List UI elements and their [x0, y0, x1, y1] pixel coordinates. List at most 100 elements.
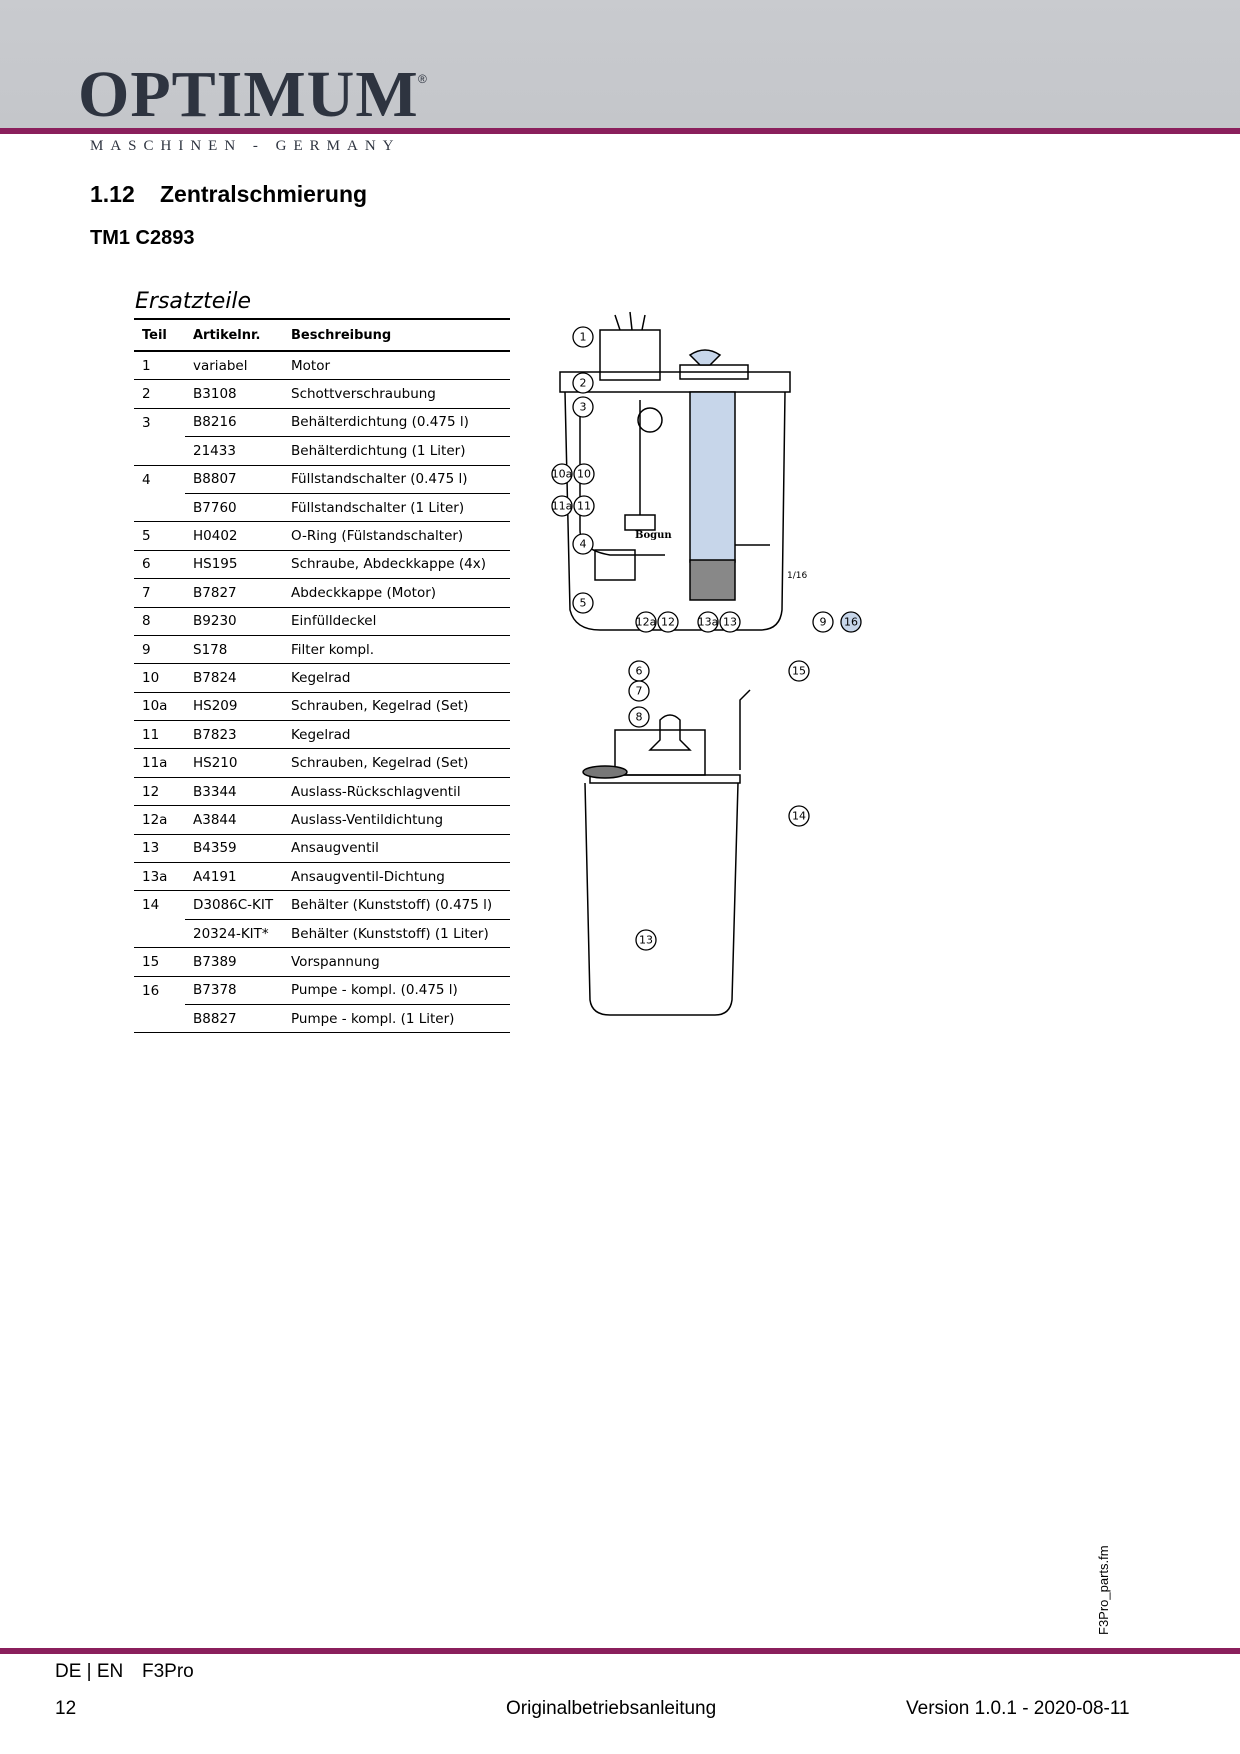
cell-teil: 6 [134, 550, 185, 580]
optimum-logo: OPTIMUM [78, 58, 419, 131]
cell-artikel: B7823 [185, 720, 283, 750]
callout-13: 13 [719, 611, 741, 633]
plastic-tank [584, 782, 739, 1016]
cell-beschreibung: Füllstandschalter (0.475 l) [283, 465, 510, 494]
column-header-beschreibung: Beschreibung [283, 318, 510, 352]
footer-language: DE | EN [55, 1661, 124, 1682]
callout-2: 2 [572, 372, 594, 394]
svg-text:4: 4 [580, 538, 587, 551]
outlet-pipe [739, 689, 751, 770]
cell-artikel: B7378 [185, 976, 283, 1005]
cell-beschreibung: Auslass-Rückschlagventil [283, 777, 510, 807]
callout-7: 7 [628, 680, 650, 702]
cell-artikel: 20324-KIT* [185, 919, 283, 949]
label-bogun: Bogun [635, 530, 672, 541]
cell-teil: 15 [134, 947, 185, 977]
cell-beschreibung: Pumpe - kompl. (1 Liter) [283, 1004, 510, 1034]
cell-artikel: B4359 [185, 834, 283, 864]
section-title-text: Zentralschmierung [160, 181, 368, 207]
svg-text:11: 11 [577, 500, 591, 513]
cell-teil [134, 1004, 185, 1034]
footer-rule [0, 1648, 1240, 1654]
logo-tagline: MASCHINEN - GERMANY [90, 138, 401, 154]
cell-artikel: B8807 [185, 465, 283, 494]
cell-beschreibung: Motor [283, 351, 510, 381]
cell-beschreibung: Vorspannung [283, 947, 510, 977]
cell-teil: 13 [134, 834, 185, 864]
svg-text:8: 8 [636, 711, 643, 724]
callout-13a: 13a [697, 611, 719, 633]
svg-text:10a: 10a [552, 468, 573, 481]
filename-vertical: F3Pro_parts.fm [1096, 1545, 1111, 1635]
cell-teil: 1 [134, 351, 185, 381]
callout-12a: 12a [635, 611, 657, 633]
svg-text:9: 9 [820, 616, 827, 629]
cell-teil: 12 [134, 777, 185, 807]
callout-5: 5 [572, 592, 594, 614]
cell-artikel: A3844 [185, 805, 283, 835]
cell-beschreibung: Ansaugventil-Dichtung [283, 862, 510, 892]
callout-12: 12 [657, 611, 679, 633]
pump-cylinder [689, 391, 736, 563]
section-number: 1.12 [90, 181, 135, 207]
cell-teil: 3 [142, 414, 151, 431]
cell-teil: 11 [134, 720, 185, 750]
callout-14: 14 [788, 805, 810, 827]
motor-housing [599, 329, 661, 381]
cell-beschreibung: Schottverschraubung [283, 379, 510, 409]
callout-13: 13 [635, 929, 657, 951]
model-subtitle: TM1 C2893 [90, 227, 195, 249]
cell-beschreibung: Auslass-Ventildichtung [283, 805, 510, 835]
parts-table-header: Teil Artikelnr. Beschreibung [134, 318, 510, 352]
cell-beschreibung: Behälter (Kunststoff) (0.475 l) [283, 890, 510, 920]
cell-beschreibung: Pumpe - kompl. (0.475 l) [283, 976, 510, 1005]
cell-artikel: variabel [185, 351, 283, 381]
cell-teil: 2 [134, 379, 185, 409]
table-row: 20324-KIT*Behälter (Kunststoff) (1 Liter… [134, 919, 510, 949]
cell-artikel: A4191 [185, 862, 283, 892]
column-header-artikelnr: Artikelnr. [185, 318, 283, 352]
callout-10: 10 [573, 463, 595, 485]
cell-beschreibung: Schrauben, Kegelrad (Set) [283, 692, 510, 722]
cell-teil: 10 [134, 663, 185, 693]
version-date: Version 1.0.1 - 2020-08-11 [906, 1698, 1130, 1719]
label-1-16: 1/16 [787, 571, 807, 581]
cell-artikel: B3108 [185, 379, 283, 409]
cell-artikel: HS210 [185, 748, 283, 778]
cell-teil: 9 [134, 635, 185, 665]
cell-beschreibung: Füllstandschalter (1 Liter) [283, 493, 510, 523]
cell-artikel: 21433 [185, 436, 283, 466]
svg-text:7: 7 [636, 685, 643, 698]
cell-teil [134, 436, 185, 466]
cell-artikel: HS209 [185, 692, 283, 722]
callout-6: 6 [628, 660, 650, 682]
tank-lid [559, 371, 791, 393]
svg-text:6: 6 [636, 665, 643, 678]
cell-teil: 14 [142, 897, 160, 914]
cell-teil: 11a [134, 748, 185, 778]
cell-artikel: D3086C-KIT [185, 890, 283, 920]
level-switch [594, 549, 636, 581]
lid-lower [589, 774, 741, 784]
header-rule [0, 128, 1240, 134]
cell-artikel: B8216 [185, 408, 283, 438]
